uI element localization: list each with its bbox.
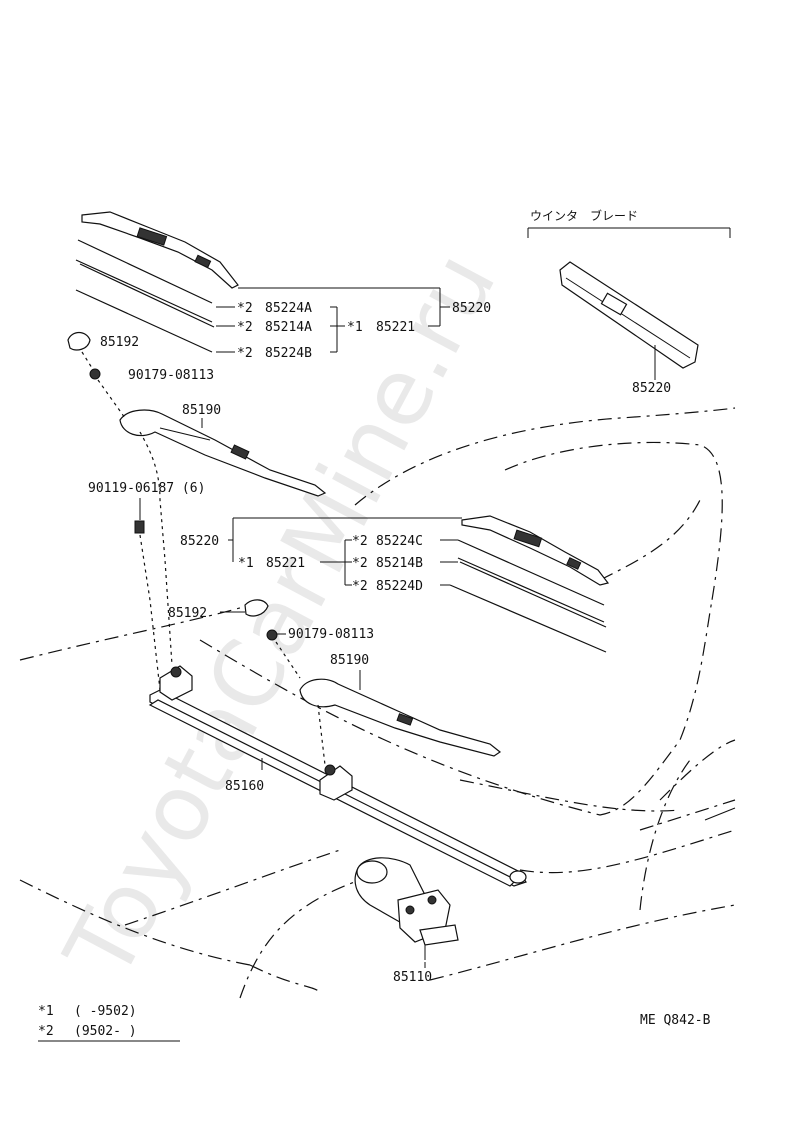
footnotes: *1 ( -9502) *2 (9502- ) <box>38 1004 180 1042</box>
note-2-range: (9502- ) <box>74 1024 137 1039</box>
lower-item-3-part: 85224D <box>376 579 423 594</box>
upper-item-3-part: 85224B <box>265 346 312 361</box>
note-1-range: ( -9502) <box>74 1004 137 1019</box>
upper-wiper-blade[interactable] <box>81 211 239 289</box>
arm-lower-label: 85190 <box>330 653 369 668</box>
winter-blade-labels: ウインタ ブレード 85220 <box>530 208 671 396</box>
lower-nut[interactable] <box>266 629 278 641</box>
lower-callout-lines <box>228 517 462 586</box>
lower-item-1-part: 85224C <box>376 534 423 549</box>
lower-group-labels: 85220 *1 85221 *2 85224C *2 85214B *2 85… <box>180 534 423 594</box>
upper-nut[interactable] <box>89 368 101 380</box>
lower-blade-rubber <box>449 539 607 653</box>
winter-blade[interactable] <box>559 261 699 378</box>
label-leaders <box>139 378 656 968</box>
upper-item-1-part: 85224A <box>265 301 312 316</box>
winter-blade-part: 85220 <box>632 381 671 396</box>
upper-item-1-mark: *2 <box>237 301 253 316</box>
upper-wiper-arm[interactable] <box>119 409 327 497</box>
upper-blade-rubber <box>75 239 215 353</box>
lower-item-2-part: 85214B <box>376 556 423 571</box>
lower-wiper-blade[interactable] <box>461 515 610 586</box>
arm-labels: 85192 90179-08113 85190 90119-06187 (6) … <box>88 335 432 985</box>
cap-upper-label: 85192 <box>100 335 139 350</box>
lower-item-1-mark: *2 <box>352 534 368 549</box>
upper-callout-lines <box>216 287 450 353</box>
wiper-motor[interactable] <box>354 857 459 960</box>
winter-blade-bracket <box>527 227 731 238</box>
upper-sub-part: 85221 <box>376 320 415 335</box>
motor-label: 85110 <box>393 970 432 985</box>
note-1-mark: *1 <box>38 1004 54 1019</box>
upper-bolt[interactable] <box>134 520 145 534</box>
upper-group-labels: *2 85224A *2 85214A *2 85224B *1 85221 8… <box>237 301 491 361</box>
bolt-label: 90119-06187 (6) <box>88 481 205 496</box>
upper-item-2-mark: *2 <box>237 320 253 335</box>
lower-dotted-guides <box>275 641 361 766</box>
vehicle-outline <box>19 407 736 999</box>
note-2-mark: *2 <box>38 1024 54 1039</box>
upper-assembly-part: 85220 <box>452 301 491 316</box>
arm-upper-label: 85190 <box>182 403 221 418</box>
lower-item-2-mark: *2 <box>352 556 368 571</box>
upper-item-2-part: 85214A <box>265 320 312 335</box>
nut-upper-label: 90179-08113 <box>128 368 214 383</box>
upper-item-3-mark: *2 <box>237 346 253 361</box>
cap-lower-label: 85192 <box>168 606 207 621</box>
lower-assembly-part: 85220 <box>180 534 219 549</box>
nut-lower-label: 90179-08113 <box>288 627 374 642</box>
lower-sub-mark: *1 <box>238 556 254 571</box>
link-label: 85160 <box>225 779 264 794</box>
wiper-linkage[interactable] <box>148 665 527 887</box>
lower-item-3-mark: *2 <box>352 579 368 594</box>
winter-blade-title: ウインタ ブレード <box>530 208 638 223</box>
diagram-code: ME Q842-B <box>640 1013 711 1028</box>
lower-wiper-arm[interactable] <box>299 678 502 757</box>
upper-cap[interactable] <box>67 331 91 351</box>
lower-cap[interactable] <box>244 599 269 617</box>
upper-sub-mark: *1 <box>347 320 363 335</box>
lower-sub-part: 85221 <box>266 556 305 571</box>
